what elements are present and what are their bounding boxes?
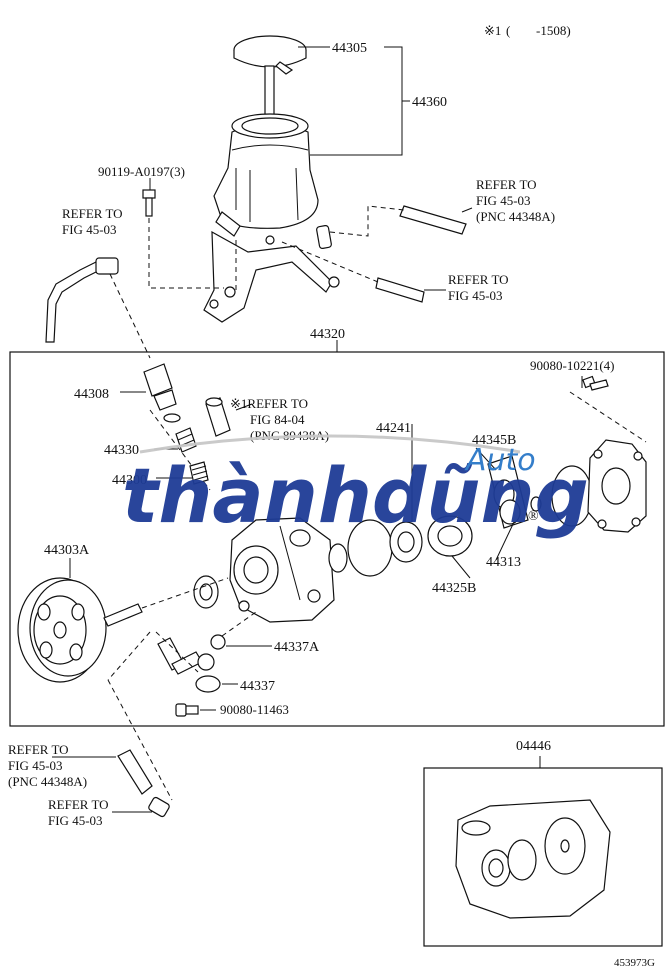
left-pressure-hose [45,257,119,343]
reservoir-body [213,123,319,229]
reservoir-assembly [142,35,467,323]
pressure-sensor [205,397,231,437]
label-90119: 90119-A0197(3) [98,164,185,179]
return-hose [117,749,170,818]
reservoir-bracket [203,230,333,323]
ref-left-1: REFER TO [62,206,123,221]
ref-bottom-left-4: REFER TO [48,797,109,812]
bolt-90080-11463 [175,703,199,717]
pump-body [229,517,335,623]
ref-top-right-3: (PNC 44348A) [476,209,555,224]
flow-control-spring [189,461,209,485]
ref-sensor-2: FIG 84-04 [250,412,305,427]
label-44305: 44305 [332,41,367,56]
watermark-brand: thànhdũng [122,451,589,540]
gasket-kit-frame [423,767,663,947]
pulley [17,577,107,683]
watermark-swoosh [139,434,521,454]
part-44313 [499,499,521,525]
ref-bottom-left-2: FIG 45-03 [8,758,63,773]
gasket-kit [455,799,611,919]
bolt-90119 [142,189,156,217]
label-44320: 44320 [310,327,345,342]
note-paren: ( [506,23,510,38]
ref-top-right-1: REFER TO [476,177,537,192]
ref-top-right-2: FIG 45-03 [476,193,531,208]
bolt-90080-10221 [582,375,609,391]
ref-mid-right-1: REFER TO [448,272,509,287]
label-44345b: 44345B [472,433,516,448]
label-04446: 04446 [516,739,551,754]
ref-bottom-left-5: FIG 45-03 [48,813,103,828]
part-44308 [143,363,177,411]
label-44337: 44337 [240,679,275,694]
label-44303a: 44303A [44,543,90,558]
label-44337a: 44337A [274,640,320,655]
ref-left-2: FIG 45-03 [62,222,117,237]
note-range: ※1 ( -1508) [484,23,571,38]
note-range-value: -1508) [536,23,571,38]
watermark-sub: Auto [464,443,536,478]
part-44325b [427,515,473,557]
label-44300: 44300 [112,473,147,488]
label-90080-11463: 90080-11463 [220,702,289,717]
watermark-logo: thànhdũng Auto ® [122,434,589,540]
part-44241 [389,521,423,563]
note-mark: ※1 [484,23,501,38]
label-44241: 44241 [376,421,411,436]
label-44313: 44313 [486,555,521,570]
label-44325b: 44325B [432,581,476,596]
label-44360: 44360 [412,95,447,110]
ref-bottom-left-3: (PNC 44348A) [8,774,87,789]
ref-bottom-left-1: REFER TO [8,742,69,757]
o-ring-1 [328,543,348,573]
part-44337a [210,634,226,650]
label-44308: 44308 [74,387,109,402]
part-44337 [157,637,221,693]
ref-mid-right-2: FIG 45-03 [448,288,503,303]
diagram-id: 453973G [614,957,655,969]
pump-shaft [103,603,143,627]
rear-cover [587,439,647,533]
label-44330: 44330 [104,443,139,458]
ref-sensor-1: ※1REFER TO [230,396,308,411]
label-90080-10221: 90080-10221(4) [530,358,615,373]
watermark-registered: ® [528,509,539,524]
oil-seal [193,575,219,609]
small-o-ring [530,496,542,512]
